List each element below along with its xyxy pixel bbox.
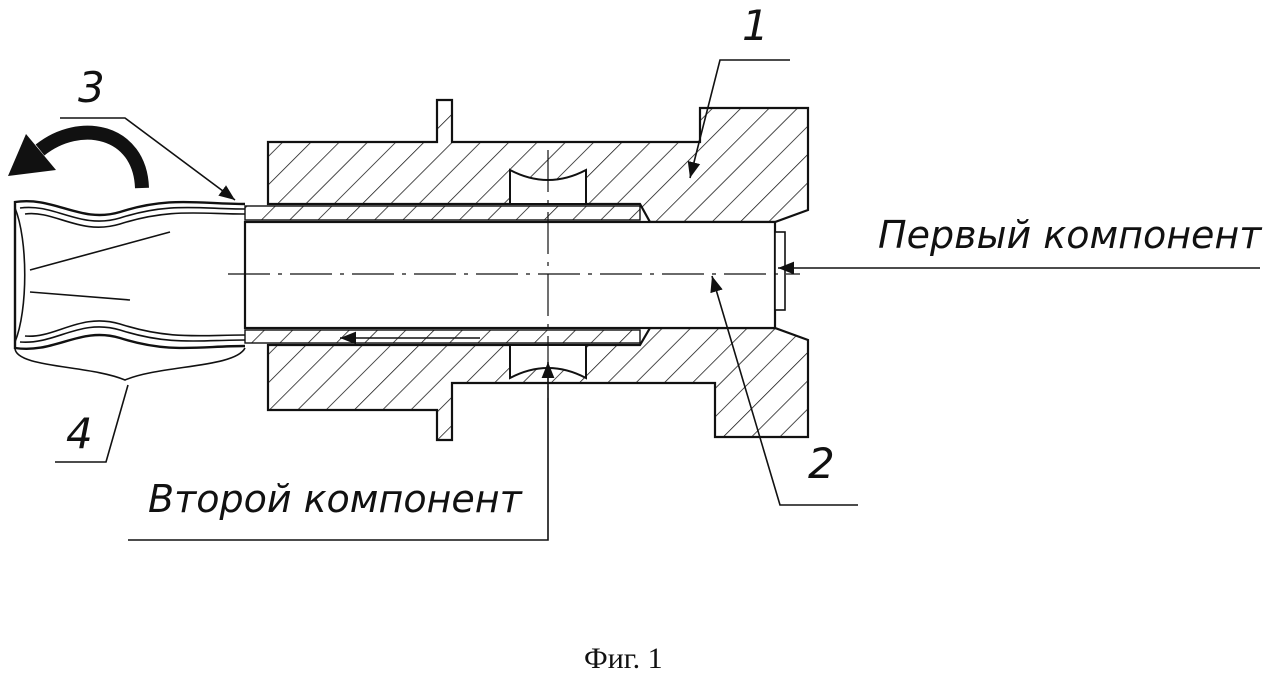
housing-upper-wall xyxy=(266,98,810,224)
second-component-arrow xyxy=(128,362,555,541)
rotation-arrow xyxy=(35,125,149,189)
figure-caption: Фиг. 1 xyxy=(584,642,663,675)
second-component-label: Второй компонент xyxy=(148,477,524,521)
leader-1 xyxy=(687,59,790,179)
callout-2: 2 xyxy=(808,439,835,488)
callout-3: 3 xyxy=(78,63,105,112)
inner-sleeve-upper xyxy=(244,205,641,221)
rotation-arrow-head xyxy=(8,134,56,176)
inner-sleeve-lower xyxy=(244,329,641,344)
first-component-label: Первый компонент xyxy=(878,213,1263,257)
leader-2 xyxy=(710,275,858,506)
flexible-tube xyxy=(13,199,246,351)
bore-end-step xyxy=(774,231,786,311)
central-bore xyxy=(243,220,777,330)
callout-1: 1 xyxy=(742,1,769,50)
leader-4 xyxy=(55,384,129,463)
bracket-4 xyxy=(14,347,246,381)
callout-4: 4 xyxy=(66,409,93,458)
leader-3 xyxy=(60,117,236,201)
